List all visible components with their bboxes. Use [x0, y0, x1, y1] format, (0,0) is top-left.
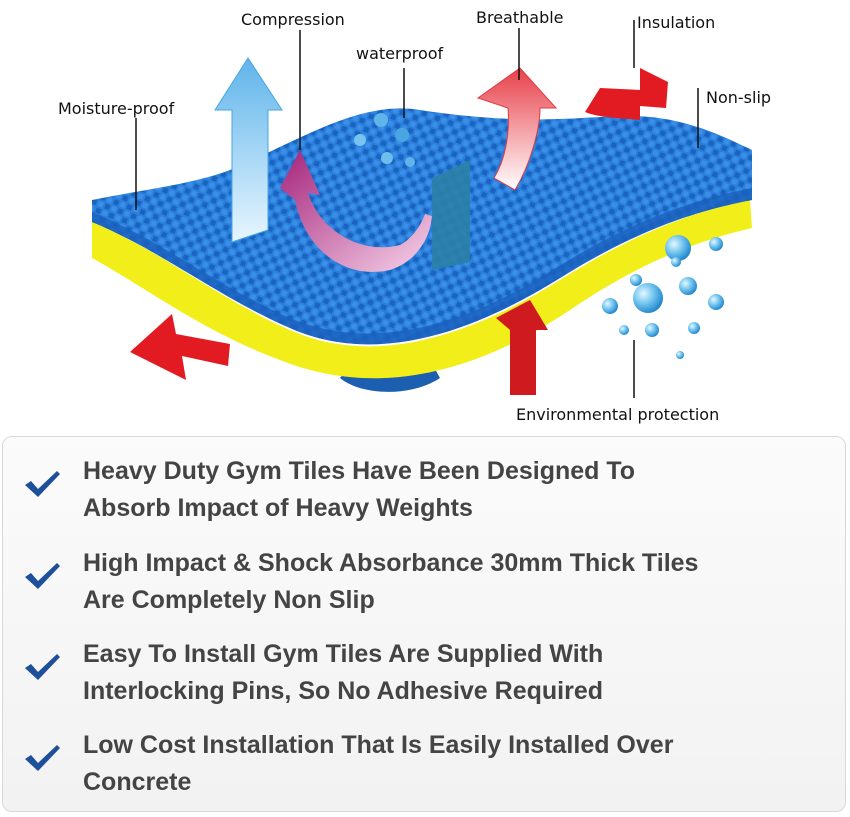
breathable-label: Breathable	[476, 8, 564, 27]
feature-text: Easy To Install Gym Tiles Are Supplied W…	[83, 636, 823, 710]
feature-line-1: Heavy Duty Gym Tiles Have Been Designed …	[83, 457, 636, 485]
moisture-proof-label: Moisture-proof	[58, 99, 175, 118]
magenta-curved-arrow	[280, 150, 432, 272]
mat-illustration	[92, 20, 752, 398]
callout-leader-lines	[135, 20, 699, 398]
compression-label: Compression	[241, 10, 345, 29]
insulation-arrow	[585, 68, 668, 120]
checkmark-icon	[25, 654, 60, 680]
features-card: Heavy Duty Gym Tiles Have Been Designed …	[2, 436, 846, 812]
feature-text: Heavy Duty Gym Tiles Have Been Designed …	[83, 453, 823, 527]
feature-text: Low Cost Installation That Is Easily Ins…	[83, 727, 823, 801]
compression-arrow	[214, 57, 283, 243]
checkmark-icon	[25, 745, 60, 771]
feature-line-2: Absorb Impact of Heavy Weights	[83, 494, 473, 522]
non-slip-label: Non-slip	[706, 88, 772, 107]
insulation-label: Insulation	[637, 13, 716, 32]
mat-yellow-layer	[92, 200, 752, 379]
feature-line-1: High Impact & Shock Absorbance 30mm Thic…	[83, 549, 699, 577]
feature-text: High Impact & Shock Absorbance 30mm Thic…	[83, 545, 823, 619]
waterproof-label: waterproof	[356, 44, 444, 63]
feature-line-1: Easy To Install Gym Tiles Are Supplied W…	[83, 640, 604, 668]
checkmark-icon	[25, 563, 60, 589]
water-droplets	[354, 113, 415, 167]
feature-line-2: Interlocking Pins, So No Adhesive Requir…	[83, 677, 604, 705]
lower-center-arrow	[496, 300, 548, 395]
feature-line-2: Are Completely Non Slip	[83, 586, 375, 614]
environmental-protection-label: Environmental protection	[516, 405, 720, 424]
outward-left-arrow	[130, 314, 230, 380]
feature-line-1: Low Cost Installation That Is Easily Ins…	[83, 731, 674, 759]
env-bubbles	[602, 235, 724, 359]
breathable-arrow	[476, 67, 558, 191]
checkmark-icon	[25, 471, 60, 497]
mat-layer-diagram: Compression Breathable Insulation waterp…	[58, 8, 772, 424]
center-dark-arrow	[432, 160, 470, 270]
feature-line-2: Concrete	[83, 768, 192, 796]
